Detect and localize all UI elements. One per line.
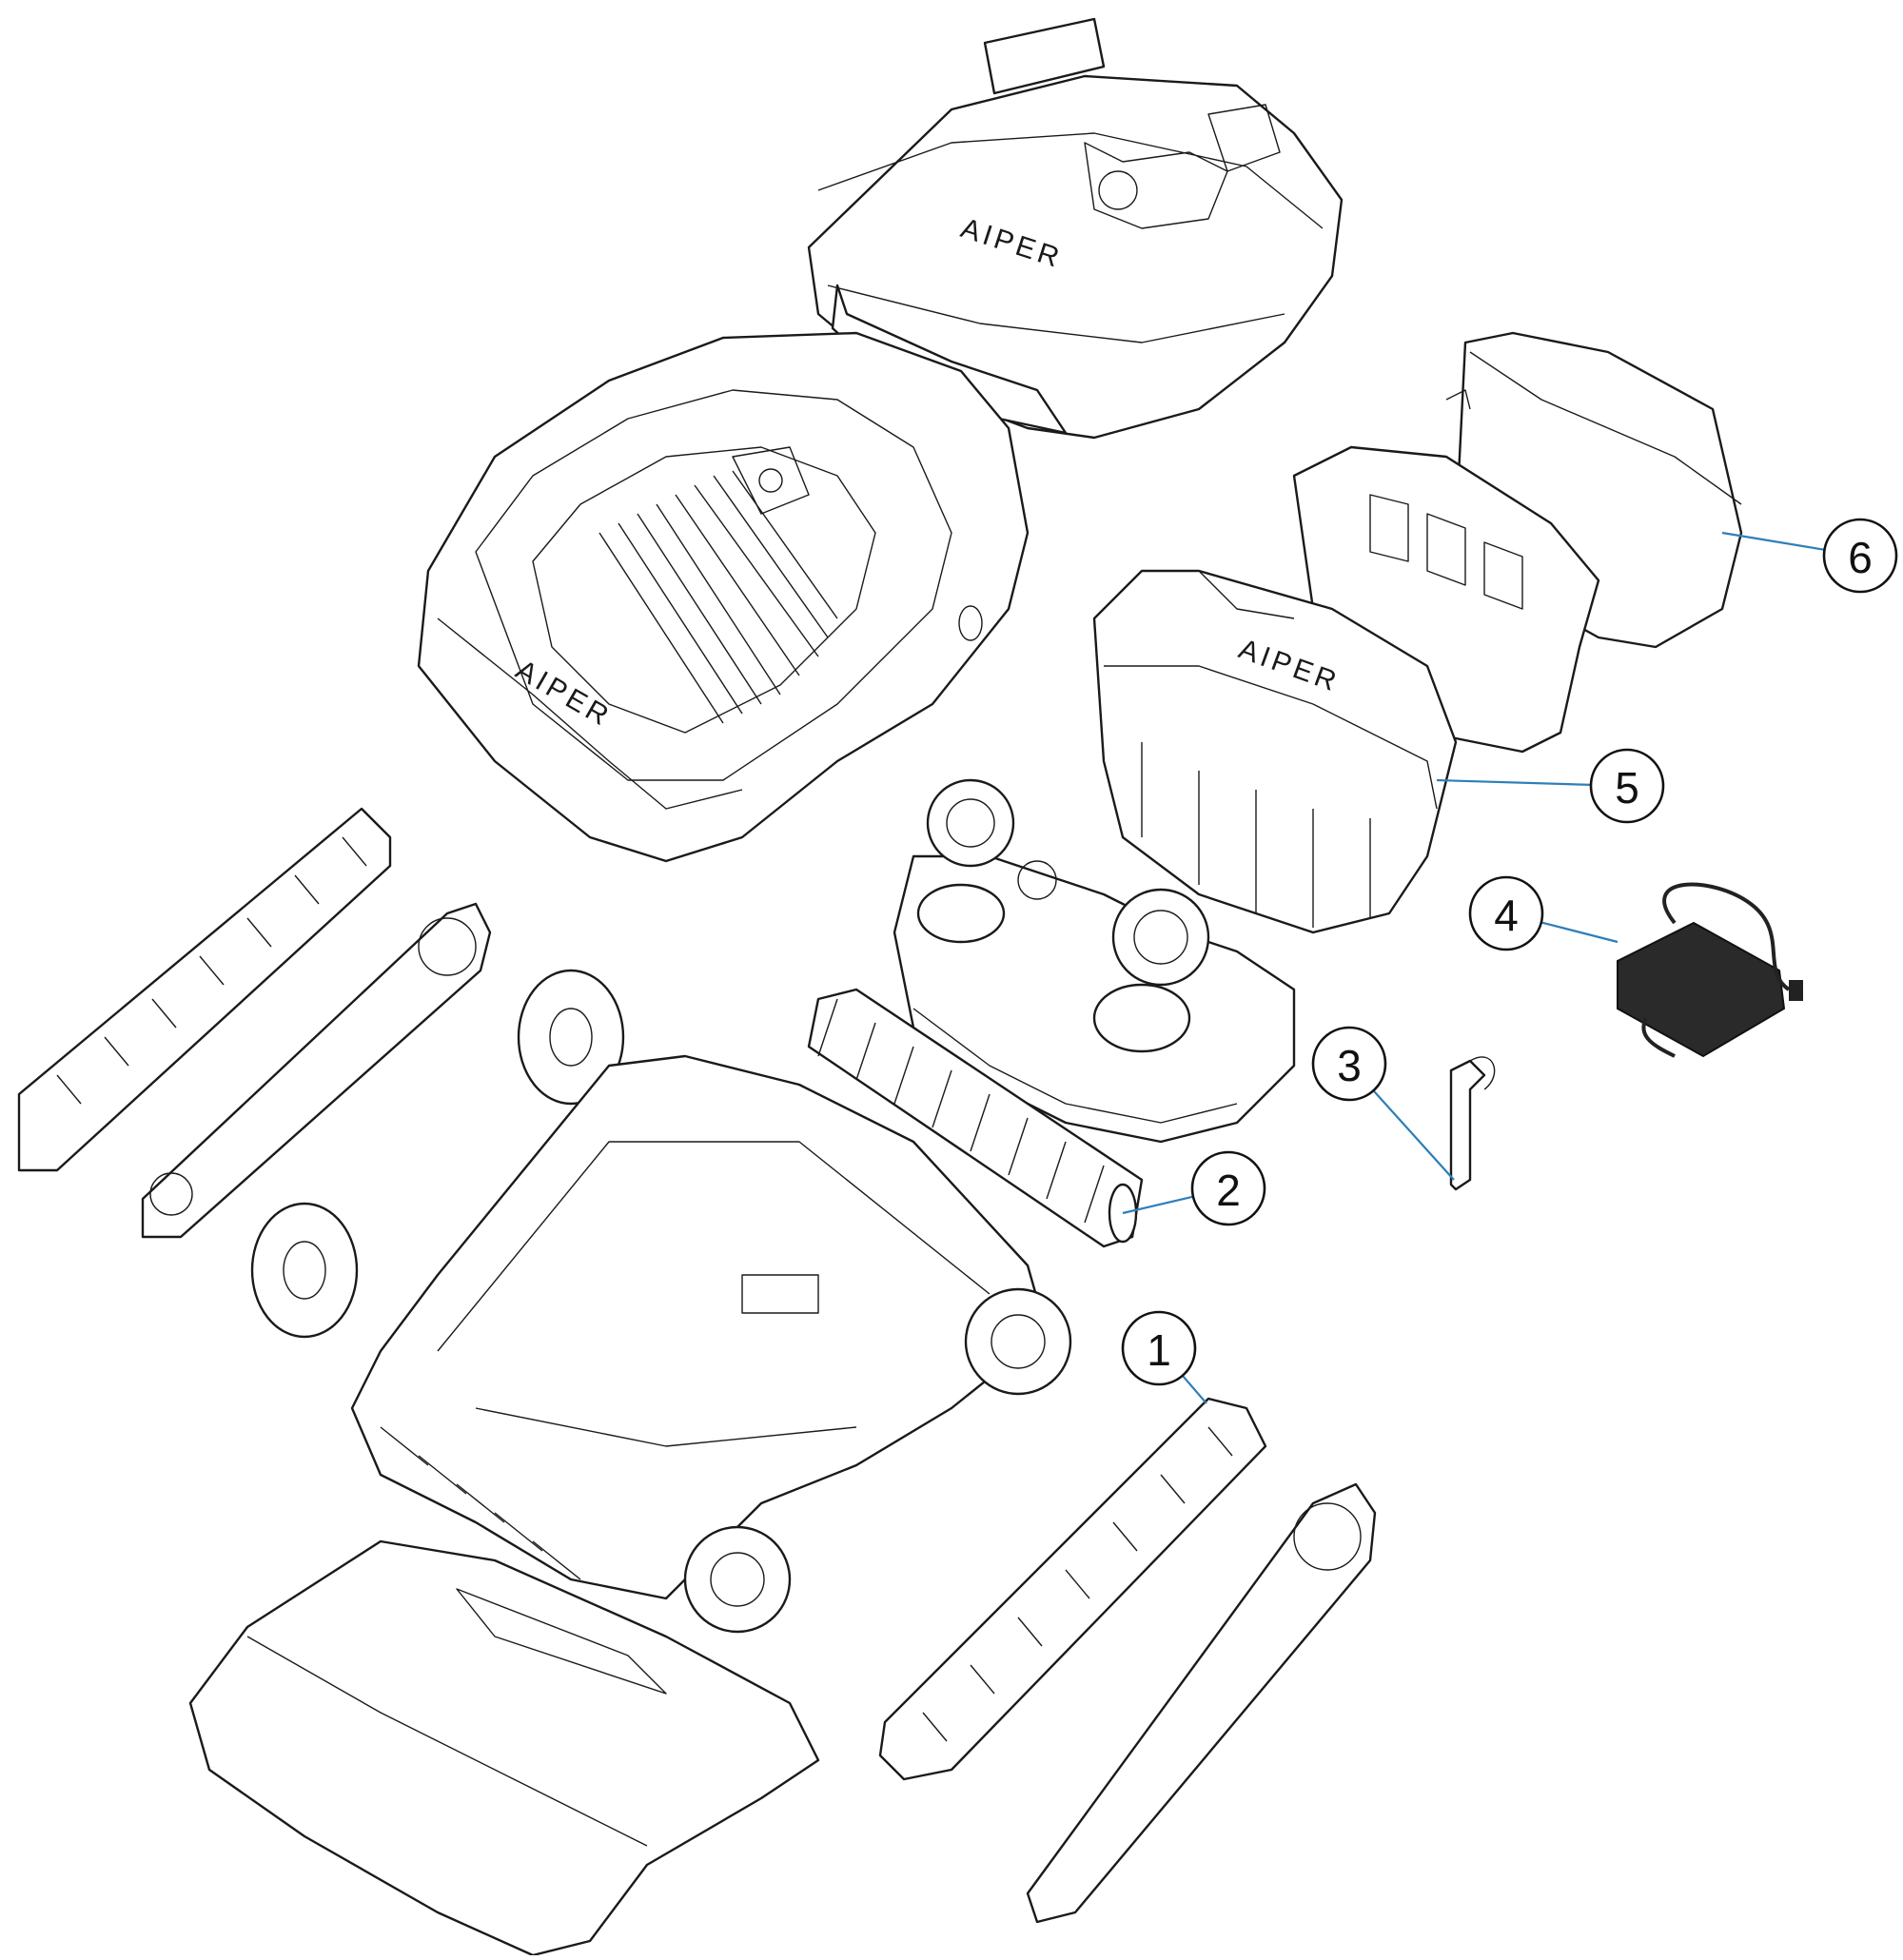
callout-number-4: 4	[1494, 891, 1519, 940]
left-track	[17, 807, 392, 1172]
callout-circle-6	[1822, 518, 1898, 594]
left-wheels	[250, 969, 625, 1339]
callout-5: 5	[1436, 748, 1665, 824]
callout-6: 6	[1721, 518, 1898, 594]
body-shell: AIPER	[417, 331, 1030, 863]
callout-3: 3	[1311, 1026, 1455, 1181]
callout-circle-4	[1468, 875, 1544, 951]
callout-circle-2	[1190, 1150, 1266, 1226]
callout-circle-5	[1589, 748, 1665, 824]
callouts: 1 2 3 4 5 6	[1121, 518, 1898, 1404]
power-adapter-part	[1617, 882, 1803, 1058]
hook-tool-part	[1449, 1056, 1496, 1191]
leader-line-4	[1540, 921, 1619, 944]
right-track-part	[878, 1397, 1267, 1781]
callout-number-3: 3	[1337, 1041, 1362, 1090]
callout-2: 2	[1122, 1150, 1266, 1226]
right-side-plate	[1026, 1482, 1377, 1924]
leader-line-2	[1122, 1195, 1194, 1215]
roller-brush-part	[807, 988, 1144, 1248]
left-side-plate	[141, 902, 492, 1239]
callout-1: 1	[1121, 1310, 1207, 1404]
filter-basket-assembly-part: AIPER	[1092, 569, 1458, 934]
bottom-cover	[188, 1539, 820, 1957]
leader-line-3	[1372, 1089, 1455, 1181]
callout-number-6: 6	[1848, 533, 1873, 582]
callout-number-5: 5	[1615, 763, 1639, 813]
leader-line-1	[1181, 1375, 1207, 1404]
callout-4: 4	[1468, 875, 1619, 951]
top-cover: AIPER	[807, 17, 1344, 440]
callout-number-2: 2	[1216, 1166, 1241, 1215]
callout-circle-3	[1311, 1026, 1387, 1102]
chassis	[350, 1054, 1072, 1634]
leader-line-6	[1721, 531, 1825, 551]
callout-number-1: 1	[1147, 1325, 1171, 1375]
motor-unit	[893, 778, 1296, 1144]
callout-circle-1	[1121, 1310, 1197, 1386]
leader-line-5	[1436, 778, 1592, 786]
